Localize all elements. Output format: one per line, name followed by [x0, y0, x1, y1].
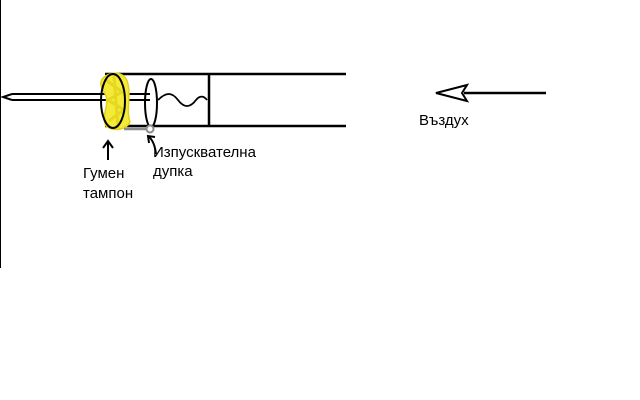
- air-direction-arrow: [435, 83, 546, 103]
- arrow-left-icon: [435, 83, 470, 103]
- rubber-label-line2: тампон: [83, 185, 133, 202]
- rubber-pad: [100, 72, 131, 131]
- spring-wave: [157, 93, 208, 107]
- arrow-up-icon: [102, 139, 114, 149]
- curved-arrow-icon: [146, 134, 156, 144]
- rod-tip-icon: [0, 93, 13, 101]
- exhaust-hole-circle: [145, 124, 155, 134]
- pointer-hole: [146, 134, 157, 155]
- cylinder-barrel: [105, 72, 346, 128]
- rubber-label-line1: Гумен: [83, 165, 124, 182]
- rubber-pad-outline: [100, 73, 126, 129]
- hole-label-line1: Изпусквателна: [153, 144, 257, 161]
- exhaust-hole: [124, 124, 155, 134]
- air-label: Въздух: [419, 112, 469, 129]
- rubber-pad-scribble: [104, 74, 127, 130]
- piston-disc: [144, 78, 158, 128]
- pointer-rubber: [102, 139, 114, 160]
- hole-label-line2: дупка: [153, 163, 193, 180]
